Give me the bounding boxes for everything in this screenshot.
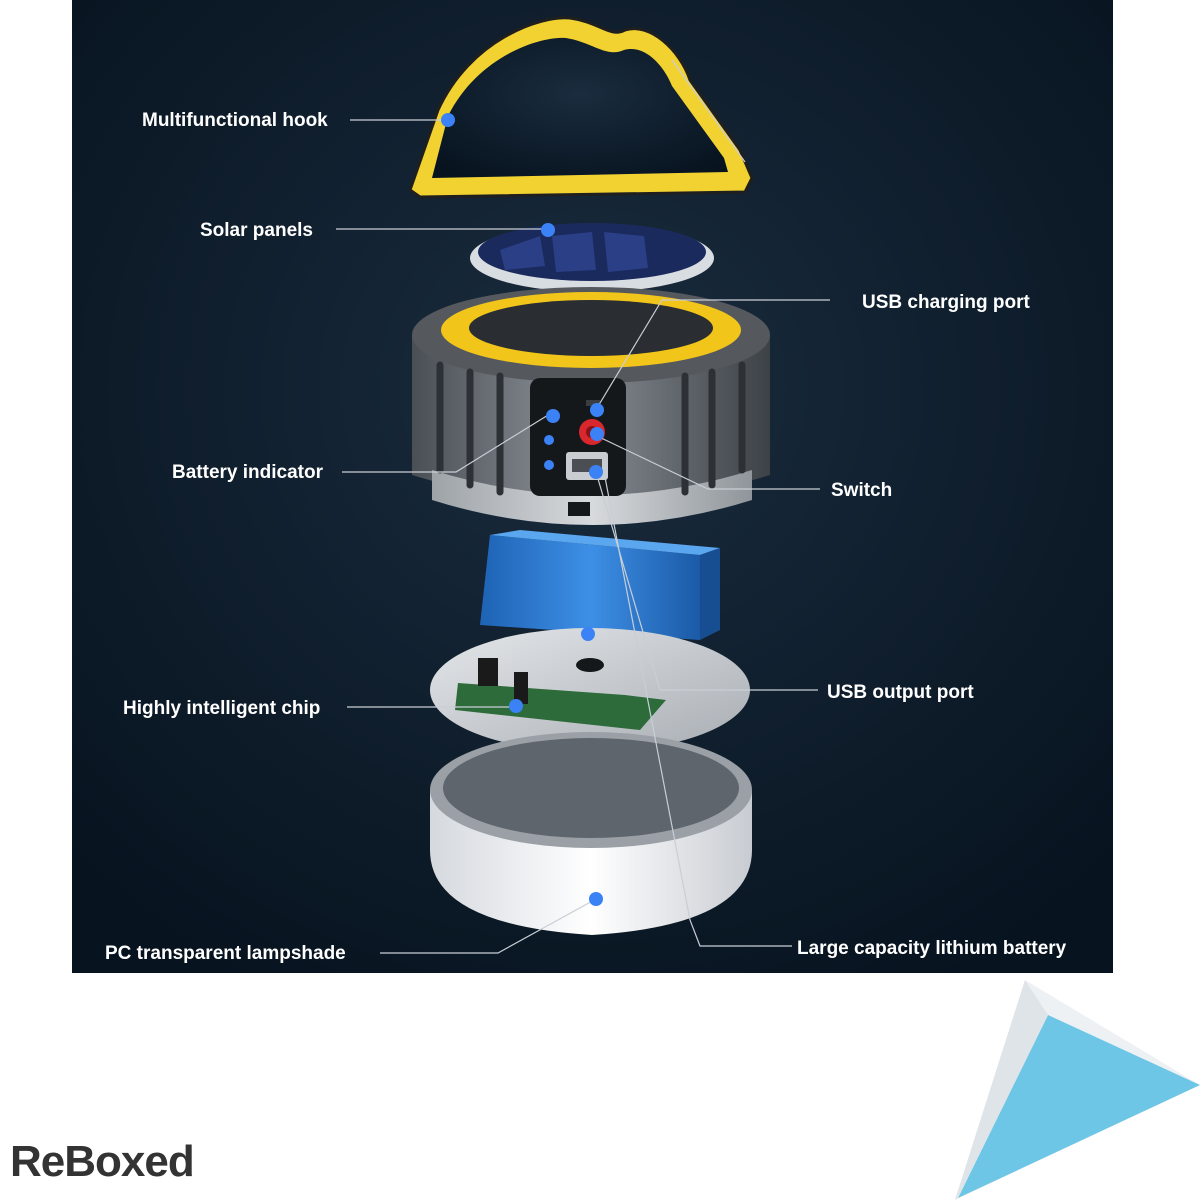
solar-panel-part	[470, 223, 714, 292]
usb-charging-dot	[590, 403, 604, 417]
hook-part	[408, 16, 754, 199]
switch-dot	[590, 427, 604, 441]
label-highly-intelligent-chip: Highly intelligent chip	[123, 698, 320, 719]
lampshade-dot	[589, 892, 603, 906]
solar-dot	[541, 223, 555, 237]
hook-dot	[441, 113, 455, 127]
chip-plate-part	[430, 628, 750, 752]
callout-dots	[441, 113, 604, 906]
battery-indicator-dot-3	[544, 460, 554, 470]
label-switch: Switch	[831, 480, 892, 501]
label-multifunctional-hook: Multifunctional hook	[142, 110, 328, 131]
corner-fold-graphic	[955, 980, 1200, 1200]
brand-logo: ReBoxed	[10, 1137, 195, 1186]
main-housing	[412, 287, 770, 525]
label-large-capacity-lithium-battery: Large capacity lithium battery	[797, 938, 1067, 959]
label-usb-charging-port: USB charging port	[862, 292, 1031, 313]
label-battery-indicator: Battery indicator	[172, 462, 324, 483]
battery-indicator-dot-2	[544, 435, 554, 445]
battery-pack-dot	[581, 627, 595, 641]
usb-output-dot	[589, 465, 603, 479]
leader-lines	[336, 59, 830, 954]
battery-indicator-dot-1	[546, 409, 560, 423]
label-usb-output-port: USB output port	[827, 682, 974, 703]
battery-pack-part	[480, 530, 720, 640]
label-pc-transparent-lampshade: PC transparent lampshade	[105, 943, 346, 964]
lampshade-part	[430, 732, 752, 935]
label-solar-panels: Solar panels	[200, 220, 313, 241]
chip-dot	[509, 699, 523, 713]
